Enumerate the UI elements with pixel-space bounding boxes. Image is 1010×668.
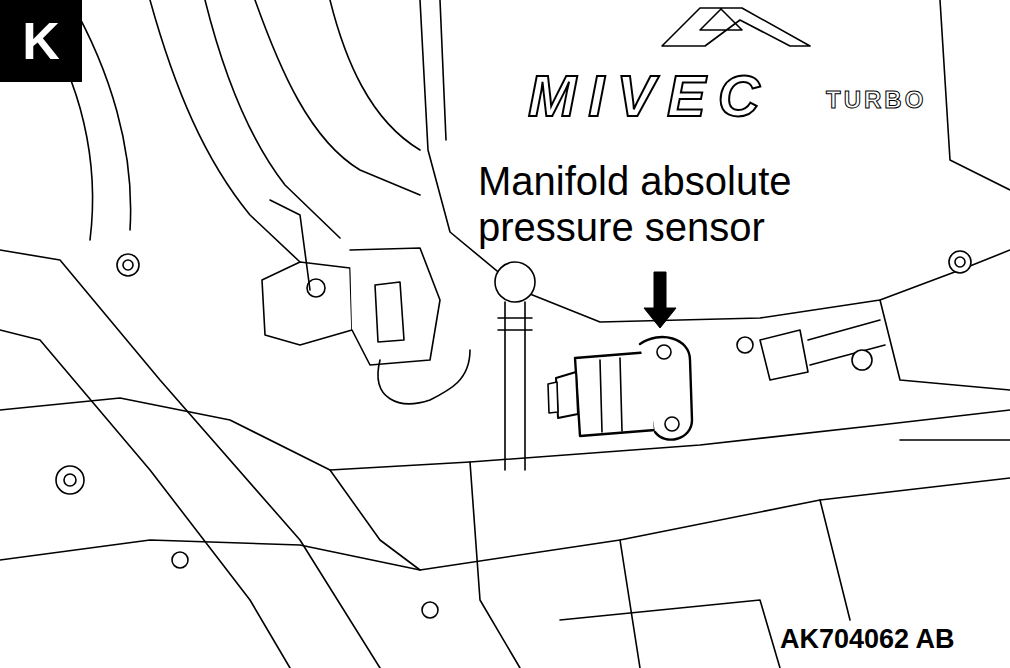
figure-letter: K xyxy=(22,13,60,69)
logo-subtext: TURBO xyxy=(826,86,926,114)
logo-text: MIVEC xyxy=(528,62,772,129)
figure-letter-box: K xyxy=(0,0,82,82)
part-label: Manifold absolute pressure sensor xyxy=(476,158,850,250)
figure-code: AK704062 AB xyxy=(778,624,957,655)
callout-arrow xyxy=(644,272,676,328)
